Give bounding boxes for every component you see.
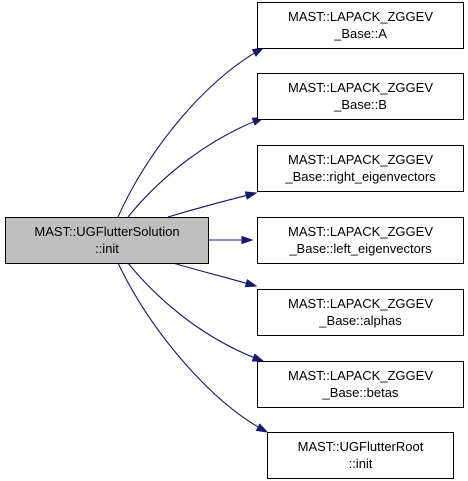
edge-root-to-a — [117, 47, 265, 218]
node-b[interactable]: MAST::LAPACK_ZGGEV_Base::B — [257, 73, 464, 120]
node-label-line2: _Base::betas — [322, 385, 399, 400]
edge-line — [117, 262, 268, 433]
arrowhead — [251, 353, 265, 362]
node-label-line2: ::init — [349, 456, 373, 471]
arrowhead — [244, 278, 258, 288]
node-label-line1: MAST::UGFlutterSolution — [34, 224, 179, 239]
node-box — [257, 2, 464, 49]
node-alphas[interactable]: MAST::LAPACK_ZGGEV_Base::alphas — [257, 289, 464, 336]
node-right-eigenvectors[interactable]: MAST::LAPACK_ZGGEV_Base::right_eigenvect… — [257, 145, 464, 192]
node-label-line1: MAST::LAPACK_ZGGEV — [288, 152, 433, 167]
root-node[interactable]: MAST::UGFlutterSolution::init — [5, 217, 209, 264]
edge-root-to-alphas — [172, 262, 258, 288]
node-label-line1: MAST::UGFlutterRoot — [298, 439, 424, 454]
node-left-eigenvectors[interactable]: MAST::LAPACK_ZGGEV_Base::left_eigenvecto… — [257, 217, 464, 264]
edge-line — [117, 47, 264, 218]
node-a[interactable]: MAST::LAPACK_ZGGEV_Base::A — [257, 2, 464, 49]
edge-root-to-right-eigenvectors — [167, 191, 258, 218]
nodes-layer: MAST::UGFlutterSolution::initMAST::LAPAC… — [5, 2, 464, 479]
edge-line — [167, 192, 257, 218]
node-label-line1: MAST::LAPACK_ZGGEV — [288, 368, 433, 383]
edge-root-to-ugflutterroot-init — [117, 262, 269, 433]
node-box — [5, 217, 209, 264]
node-label-line1: MAST::LAPACK_ZGGEV — [288, 9, 433, 24]
node-label-line1: MAST::LAPACK_ZGGEV — [288, 80, 433, 95]
node-label-line1: MAST::LAPACK_ZGGEV — [288, 224, 433, 239]
arrowhead — [244, 191, 258, 200]
node-label-line2: _Base::alphas — [318, 313, 402, 328]
node-ugflutterroot-init[interactable]: MAST::UGFlutterRoot::init — [267, 432, 454, 479]
node-label-line2: _Base::right_eigenvectors — [284, 169, 436, 184]
node-label-line1: MAST::LAPACK_ZGGEV — [288, 296, 433, 311]
node-label-line2: _Base::B — [333, 97, 387, 112]
edge-line — [172, 262, 257, 287]
node-label-line2: ::init — [95, 241, 119, 256]
node-box — [257, 145, 464, 192]
node-box — [257, 217, 464, 264]
node-box — [257, 289, 464, 336]
arrowhead — [255, 423, 269, 433]
edge-root-to-left-eigenvectors — [208, 235, 254, 245]
node-label-line2: _Base::A — [333, 26, 387, 41]
node-box — [257, 361, 464, 408]
node-box — [267, 432, 454, 479]
edge-line — [127, 117, 264, 218]
arrowhead — [241, 235, 254, 245]
node-betas[interactable]: MAST::LAPACK_ZGGEV_Base::betas — [257, 361, 464, 408]
edge-root-to-betas — [127, 262, 265, 362]
edge-line — [127, 262, 264, 362]
arrowhead — [251, 47, 265, 57]
edge-root-to-b — [127, 117, 265, 218]
node-label-line2: _Base::left_eigenvectors — [288, 241, 432, 256]
node-box — [257, 73, 464, 120]
